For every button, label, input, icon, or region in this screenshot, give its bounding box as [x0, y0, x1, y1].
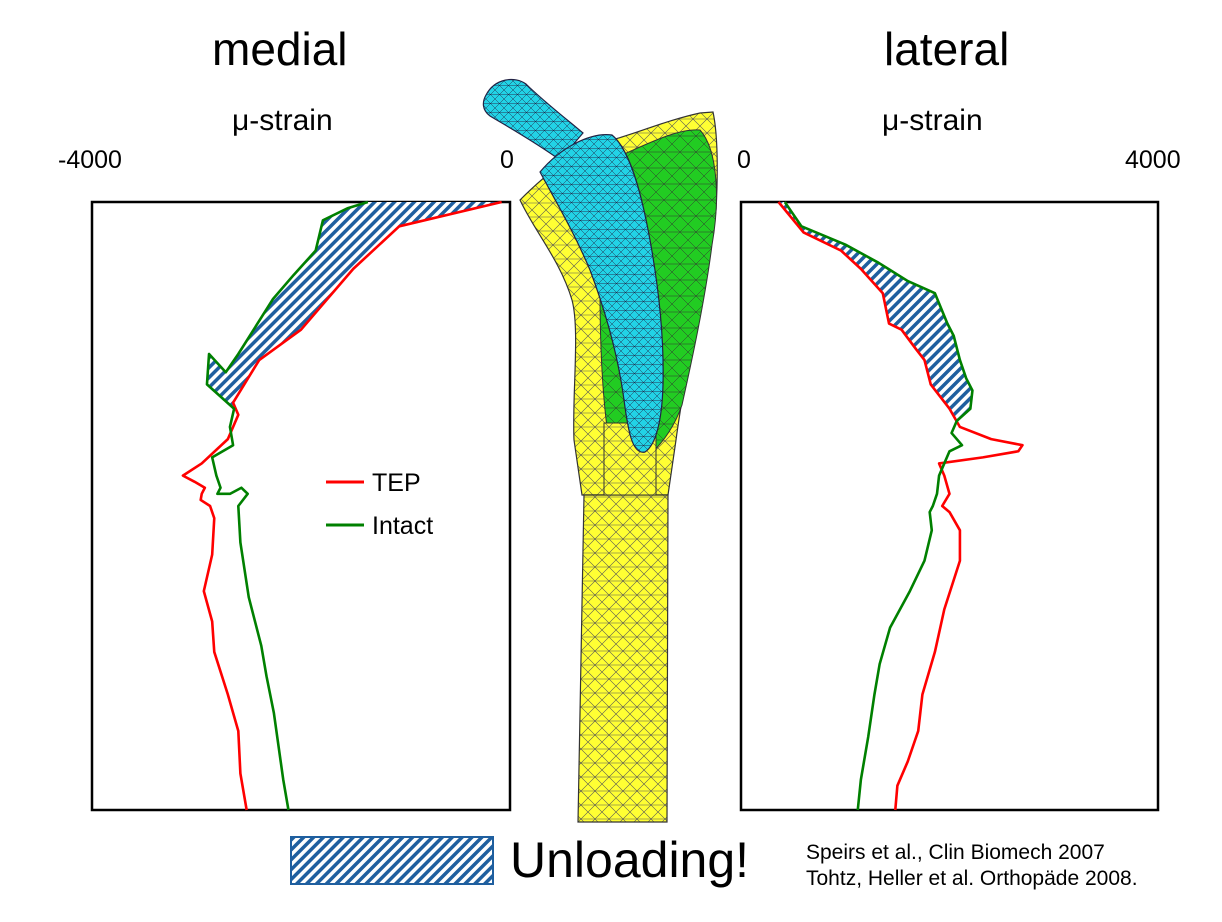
- femur-mesh-icon: [482, 78, 718, 823]
- lateral-intact-line: [783, 201, 974, 811]
- medial-plot-frame: [90, 200, 512, 812]
- lateral-series-group: [777, 201, 1024, 811]
- reference-1: Speirs et al., Clin Biomech 2007: [806, 841, 1105, 864]
- lateral-tick-min: 0: [737, 146, 751, 174]
- lateral-tick-max: 4000: [1125, 146, 1181, 174]
- medial-series-group: [181, 200, 502, 811]
- lateral-plot-frame: [739, 200, 1160, 812]
- medial-tep-line: [181, 200, 502, 811]
- legend-tep-label: TEP: [372, 469, 421, 497]
- implant-stem: [539, 134, 664, 453]
- medial-unloading-region: [206, 202, 502, 409]
- legend-intact-label: Intact: [372, 512, 434, 540]
- lateral-tep-line: [777, 201, 1024, 811]
- medial-tick-max: 0: [500, 146, 514, 174]
- lateral-axis-label: μ-strain: [882, 104, 983, 137]
- lateral-chart-title: lateral: [884, 23, 1010, 75]
- medial-unloading-area: [206, 202, 502, 409]
- medial-axis-label: μ-strain: [232, 104, 333, 137]
- unloading-label: Unloading!: [510, 832, 750, 888]
- medial-chart-title: medial: [212, 23, 348, 75]
- medial-intact-line: [205, 200, 369, 811]
- medial-tick-min: -4000: [58, 146, 122, 174]
- femur-shaft: [577, 494, 669, 823]
- reference-2: Tohtz, Heller et al. Orthopäde 2008.: [806, 867, 1138, 890]
- unloading-swatch: [290, 836, 494, 885]
